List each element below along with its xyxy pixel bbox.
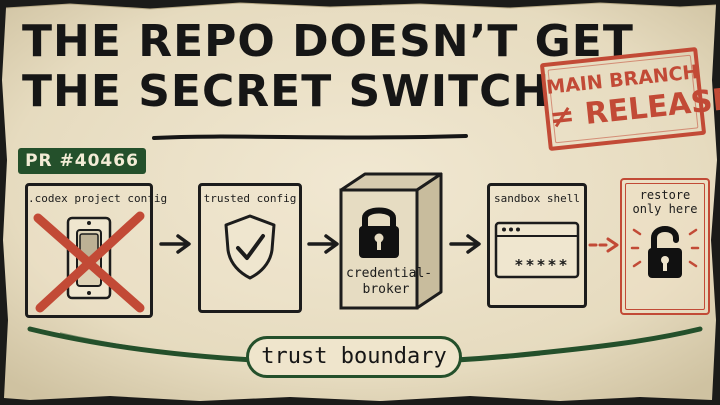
- pr-number-badge: PR #40466: [18, 148, 146, 174]
- credential-broker-label: credential- broker: [346, 266, 433, 297]
- restore-only-here-box: restore only here: [620, 178, 710, 315]
- shield-check-icon: [224, 214, 276, 280]
- unlocked-padlock-icon: [630, 226, 700, 278]
- arrow-right-icon: [159, 234, 191, 254]
- stamp-line-1: MAIN BRANCH: [545, 61, 700, 99]
- masked-secret-text: *****: [514, 256, 570, 274]
- codex-config-label: .codex project config: [28, 192, 168, 205]
- restore-only-here-label: restore only here: [632, 188, 698, 216]
- title-line-2: THE SECRET SWITCH: [22, 66, 551, 117]
- title-underline: [152, 134, 468, 140]
- locked-vault-icon: [339, 172, 443, 310]
- title-line-1: THE REPO DOESN’T GET: [22, 16, 634, 67]
- crossed-out-switch-icon: [33, 211, 145, 313]
- arrow-right-icon: [307, 234, 339, 254]
- sandbox-shell-box: sandbox shell: [487, 183, 587, 308]
- terminal-window-icon: [494, 221, 580, 279]
- trusted-config-box: trusted config: [198, 183, 302, 313]
- main-branch-not-release-stamp: MAIN BRANCH ≠ RELEASE: [539, 46, 720, 152]
- sandbox-shell-label: sandbox shell: [493, 192, 581, 205]
- dashed-arrow-right-icon: [588, 237, 619, 253]
- stamp-line-2: ≠ RELEASE: [547, 81, 720, 136]
- trusted-config-label: trusted config: [203, 192, 297, 205]
- arrow-right-icon: [449, 234, 481, 254]
- trust-boundary-label: trust boundary: [246, 336, 462, 378]
